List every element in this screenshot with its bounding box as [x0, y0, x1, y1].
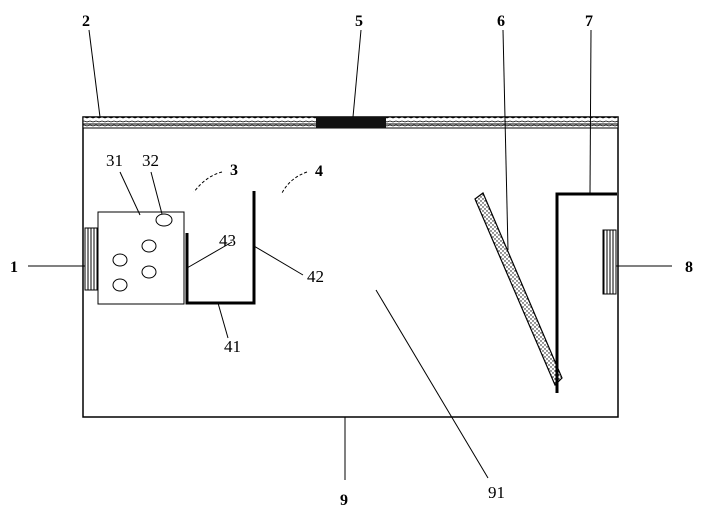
label-43: 43 [219, 231, 236, 250]
label-8: 8 [685, 259, 693, 276]
leader-7 [589, 29, 592, 195]
leader-2 [88, 29, 101, 118]
leader-3 [193, 171, 223, 193]
label-32: 32 [142, 151, 159, 170]
label-42: 42 [307, 267, 324, 286]
label-91: 91 [488, 483, 505, 502]
leader-4 [281, 171, 308, 194]
label-6: 6 [497, 13, 505, 30]
leader-41 [217, 302, 229, 339]
label-2: 2 [82, 13, 90, 30]
hole [141, 239, 157, 253]
label-1: 1 [10, 259, 18, 276]
label-4: 4 [315, 163, 323, 180]
right-connector [602, 229, 617, 295]
leader-31 [119, 171, 141, 216]
left-connector [84, 227, 98, 291]
label-31: 31 [106, 151, 123, 170]
leader-91 [375, 289, 489, 479]
hole [141, 265, 157, 279]
label-7: 7 [585, 13, 593, 30]
leader-42 [253, 245, 304, 276]
leader-6 [502, 29, 509, 251]
label-3: 3 [230, 162, 238, 179]
leader-5 [352, 29, 362, 118]
hole [112, 278, 128, 292]
bracket-7 [555, 192, 617, 393]
label-9: 9 [340, 492, 348, 509]
leader-32 [150, 171, 163, 215]
inclined-plate-6 [474, 192, 563, 387]
leader-43 [186, 241, 233, 269]
hole-32 [155, 213, 173, 227]
part-5-block [316, 117, 386, 128]
label-41: 41 [224, 337, 241, 356]
box-31 [97, 211, 185, 305]
hole [112, 253, 128, 267]
label-5: 5 [355, 13, 363, 30]
